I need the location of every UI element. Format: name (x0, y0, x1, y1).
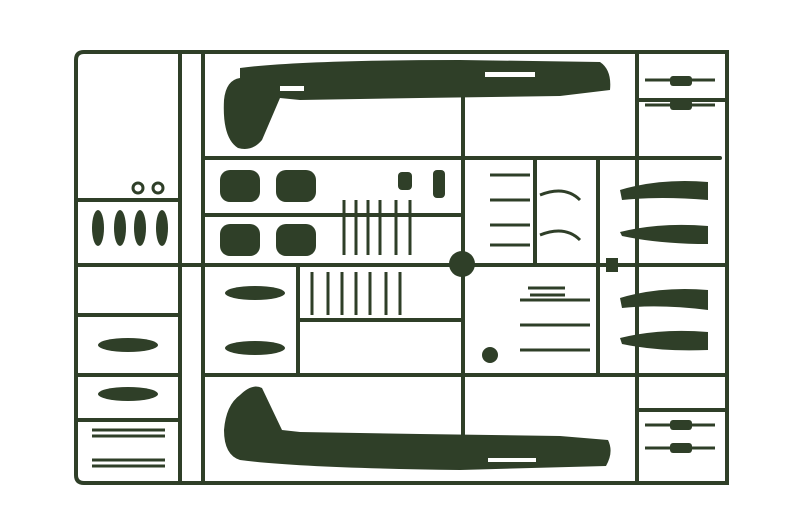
engine-nacelles (620, 181, 708, 351)
small-parts (92, 78, 715, 468)
sprue-frame (74, 50, 729, 485)
fuselage-half-top (223, 60, 611, 149)
bombs (92, 210, 285, 401)
cowling-parts (220, 170, 316, 256)
gun-parts (398, 76, 692, 453)
fuselage-half-bottom (224, 386, 611, 470)
